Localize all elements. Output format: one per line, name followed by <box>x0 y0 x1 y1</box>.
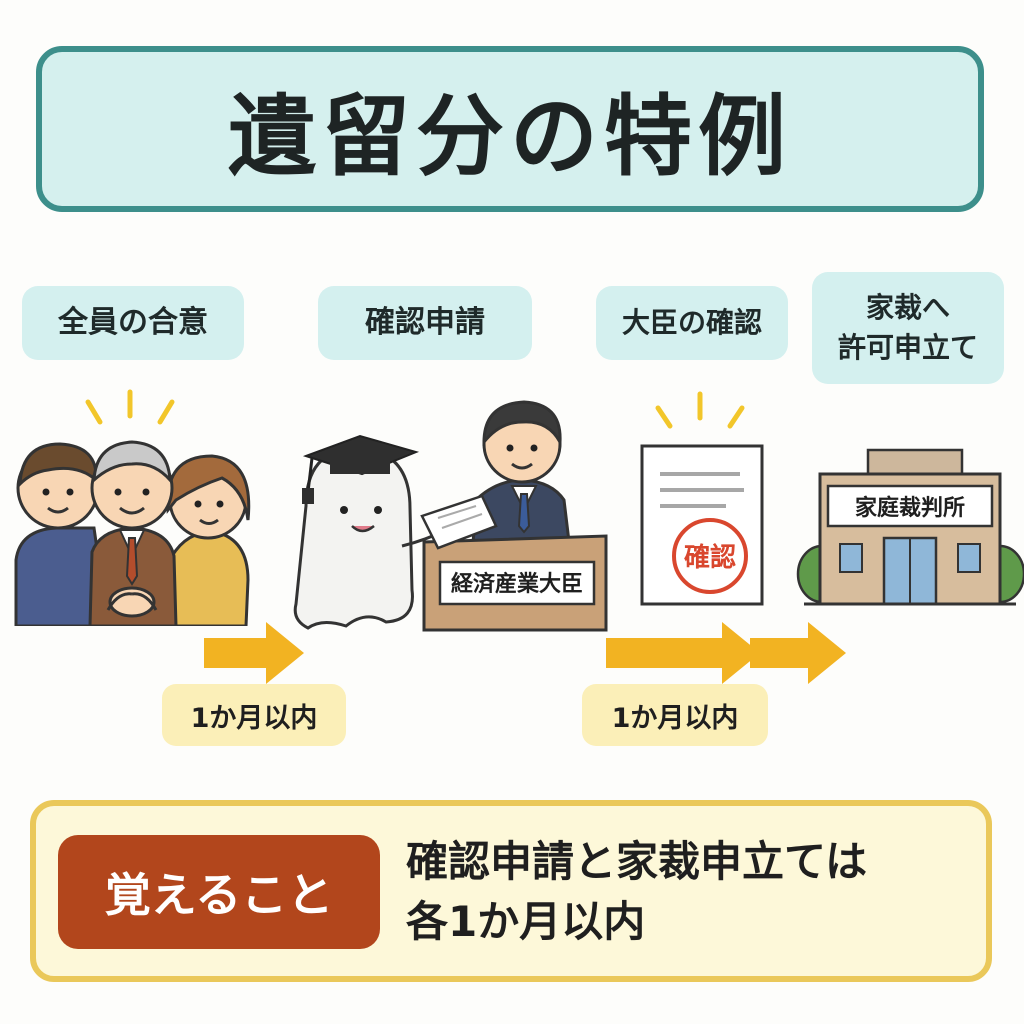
step-label-agreement: 全員の合意 <box>22 286 244 360</box>
arrow-right-icon <box>606 622 760 684</box>
confirmed-document-illustration: 確認 <box>640 391 764 606</box>
title-banner: 遺留分の特例 <box>36 46 984 212</box>
step-label-application: 確認申請 <box>318 286 532 360</box>
stamp-text: 確認 <box>684 542 736 573</box>
page-title: 遺留分の特例 <box>227 84 792 188</box>
desk-sign-text: 経済産業大臣 <box>451 571 583 597</box>
arrow-right-icon <box>750 622 846 684</box>
key-point-line-1: 確認申請と家裁申立ては <box>406 837 868 886</box>
family-agreement-illustration <box>14 389 251 626</box>
duration-badge-petition: 1か月以内 <box>582 684 768 746</box>
duration-badge-application: 1か月以内 <box>162 684 346 746</box>
key-point-line-2: 各1か月以内 <box>406 897 646 946</box>
key-point-text: 確認申請と家裁申立ては 各1か月以内 <box>406 832 986 952</box>
key-point-tag: 覚えること <box>58 835 380 949</box>
arrow-right-icon <box>204 622 304 684</box>
step-label-court-petition: 家裁へ 許可申立て <box>812 272 1004 384</box>
application-illustration: 経済産業大臣 <box>293 400 608 632</box>
step-label-minister-confirmation: 大臣の確認 <box>596 286 788 360</box>
court-sign-text: 家庭裁判所 <box>855 495 965 521</box>
family-court-illustration: 家庭裁判所 <box>796 448 1024 606</box>
